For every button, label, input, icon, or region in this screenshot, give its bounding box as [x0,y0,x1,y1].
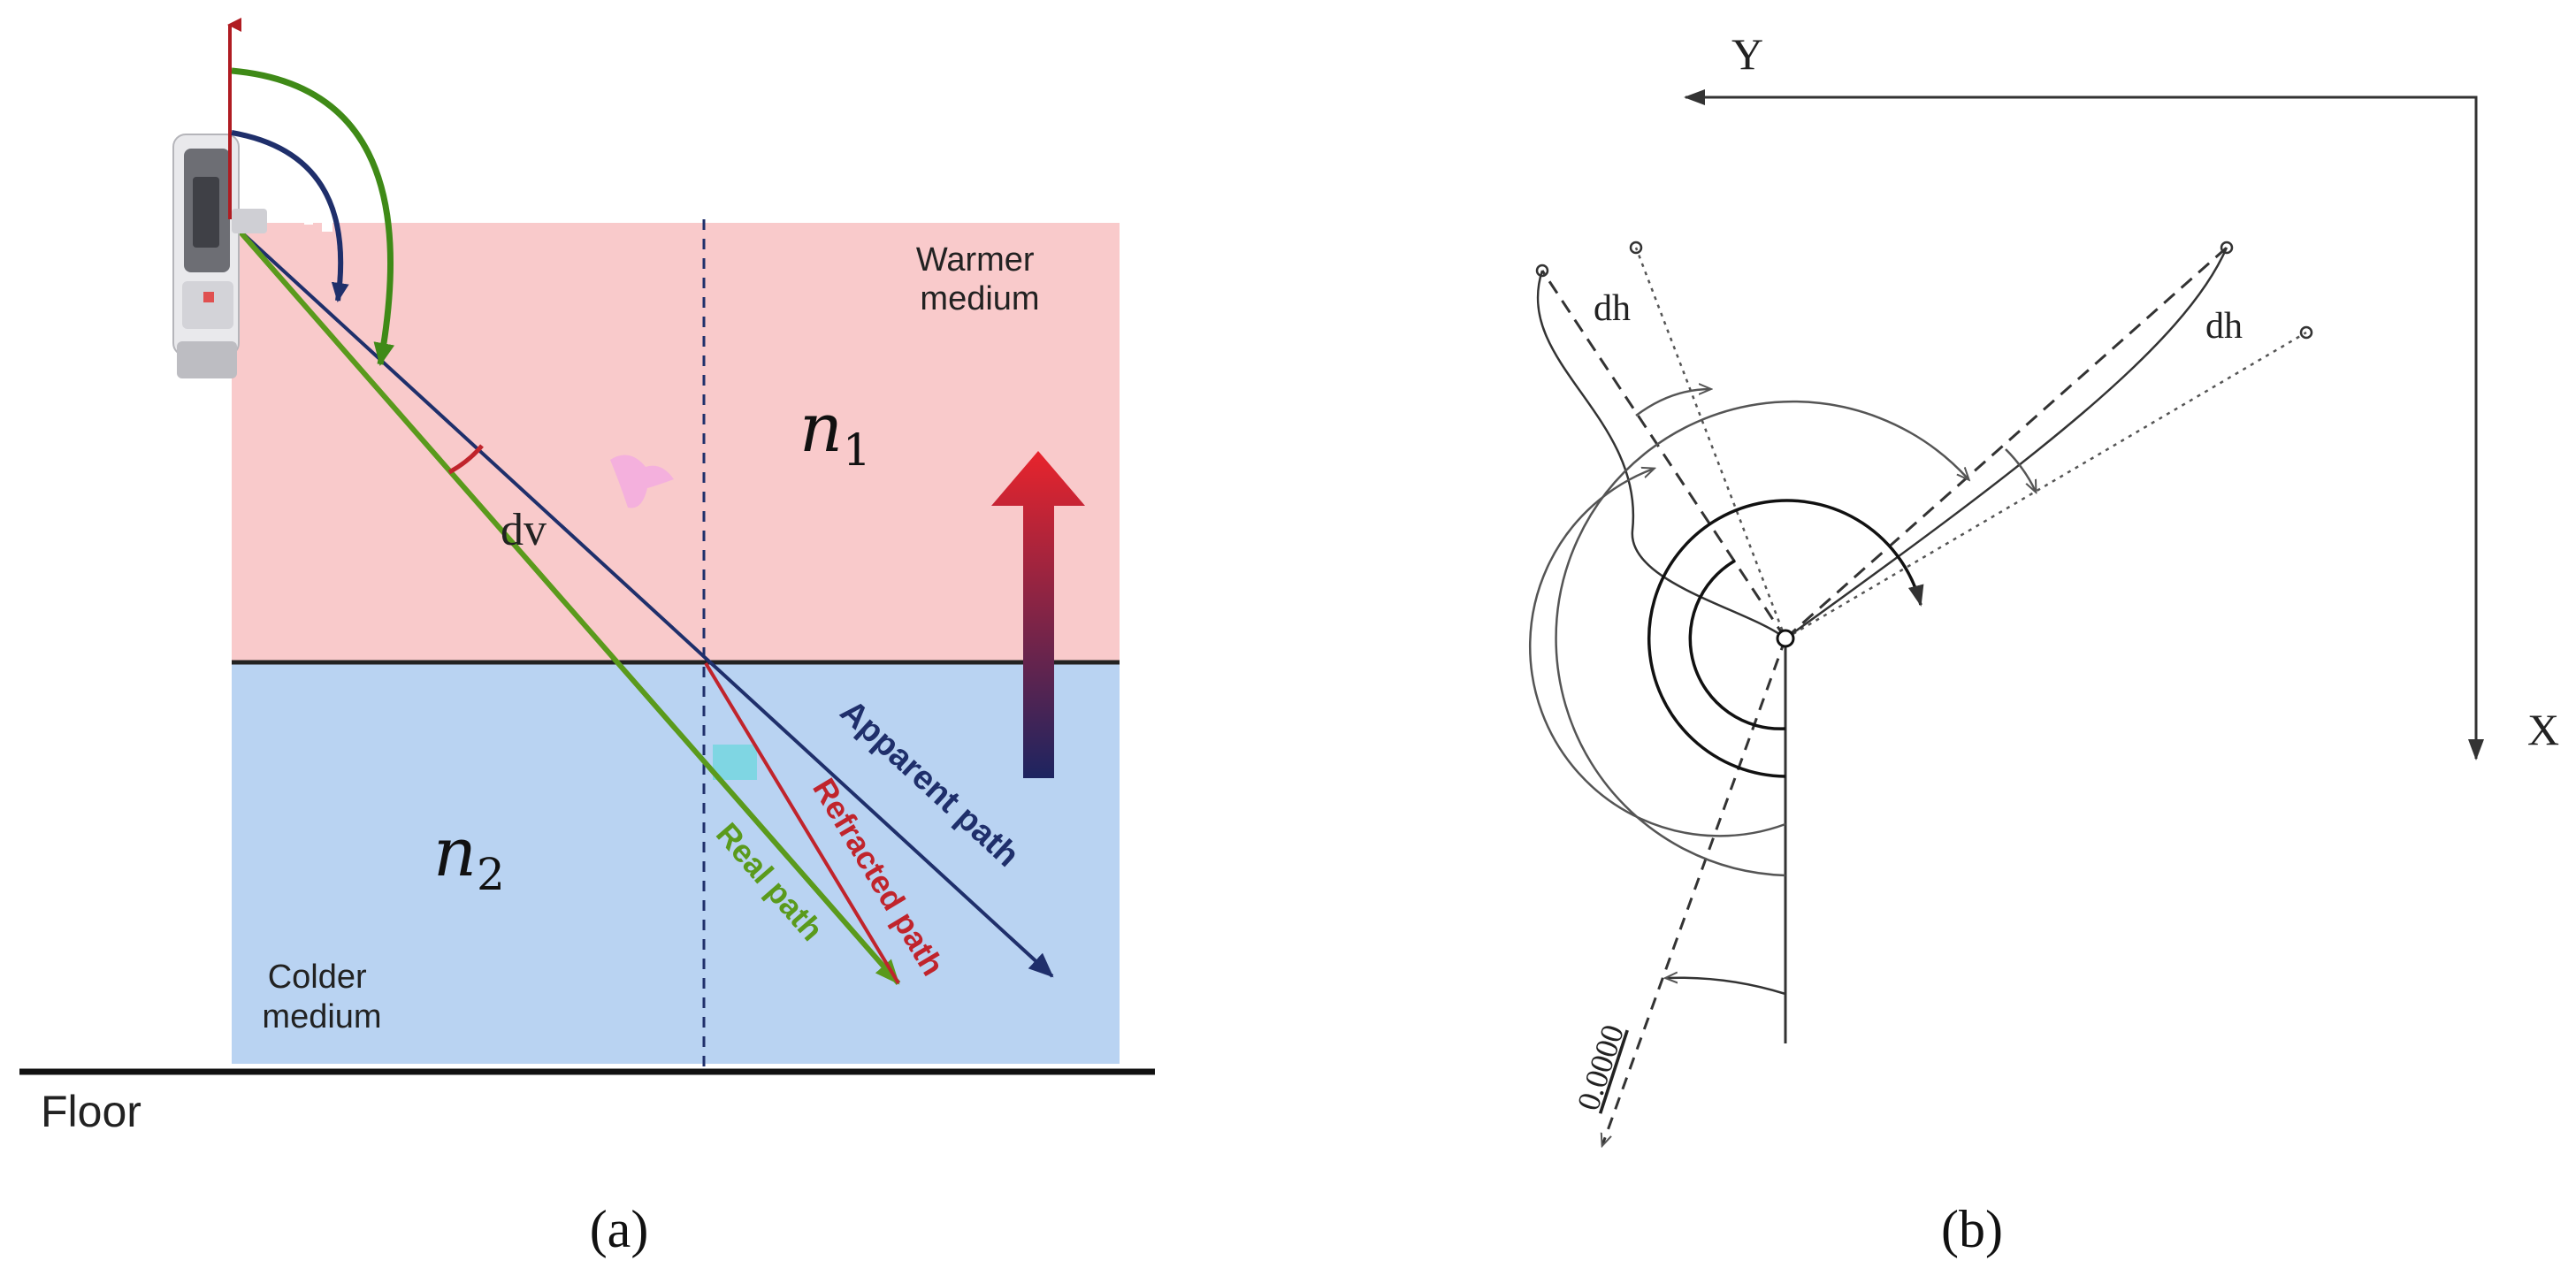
zero-direction-label: 0.0000 [1571,1020,1632,1115]
warming-up-arrow-icon [991,451,1085,778]
colder-label: Colder medium [262,959,381,1035]
dh-right-label: dh [2205,306,2243,347]
right-target-point-1 [2220,241,2234,255]
panel-a: Warmer medium Colder medium Floor n1 n2 … [19,18,1155,1258]
pink-blob [610,455,674,508]
real-path-line [234,226,901,985]
middle-angle-arc [1647,499,1924,778]
caption-b: (b) [1941,1200,2003,1258]
dv-label: dv [501,505,547,555]
right-dashed-line [1785,246,2228,640]
zero-direction-dashed-line [1602,638,1787,1145]
floor-label: Floor [41,1087,141,1136]
dh-right-arc [2005,448,2036,492]
left-refracted-curve [1536,270,1786,639]
right-dotted-line [1785,331,2307,640]
x-axis-label: X [2527,705,2559,754]
inner-angle-arc [1688,559,1786,730]
y-axis-label: Y [1731,29,1763,79]
left-target-point-1 [1535,264,1549,278]
axis-frame [1691,96,2478,759]
n1-label: n1 [799,388,871,476]
station-point [1776,629,1795,648]
right-refracted-curve [1785,247,2228,640]
apparent-path-line [235,226,1054,978]
outer-angle-arc-2 [1555,400,1968,877]
caption-a: (a) [590,1200,649,1258]
dh-left-arc [1635,389,1710,417]
refracted-path-line [704,661,900,985]
warmer-label: Warmer medium [916,241,1043,317]
dv-angle-arc [447,444,484,475]
green-angle-arc [231,67,395,366]
panel-b: Y X dh dh 0.0000 (b) [1528,29,2559,1258]
warmer-medium-region [232,223,1120,662]
n2-label: n2 [433,813,505,900]
cyan-patch [713,745,757,780]
left-target-point-2 [1629,241,1643,255]
dh-left-label: dh [1594,288,1631,329]
right-target-point-2 [2299,325,2313,340]
left-dashed-line [1540,270,1787,639]
blue-angle-arc [231,130,349,302]
total-station-icon [172,134,333,378]
zero-angle-arc [1666,978,1786,996]
outer-angle-arc-1 [1528,469,1786,837]
